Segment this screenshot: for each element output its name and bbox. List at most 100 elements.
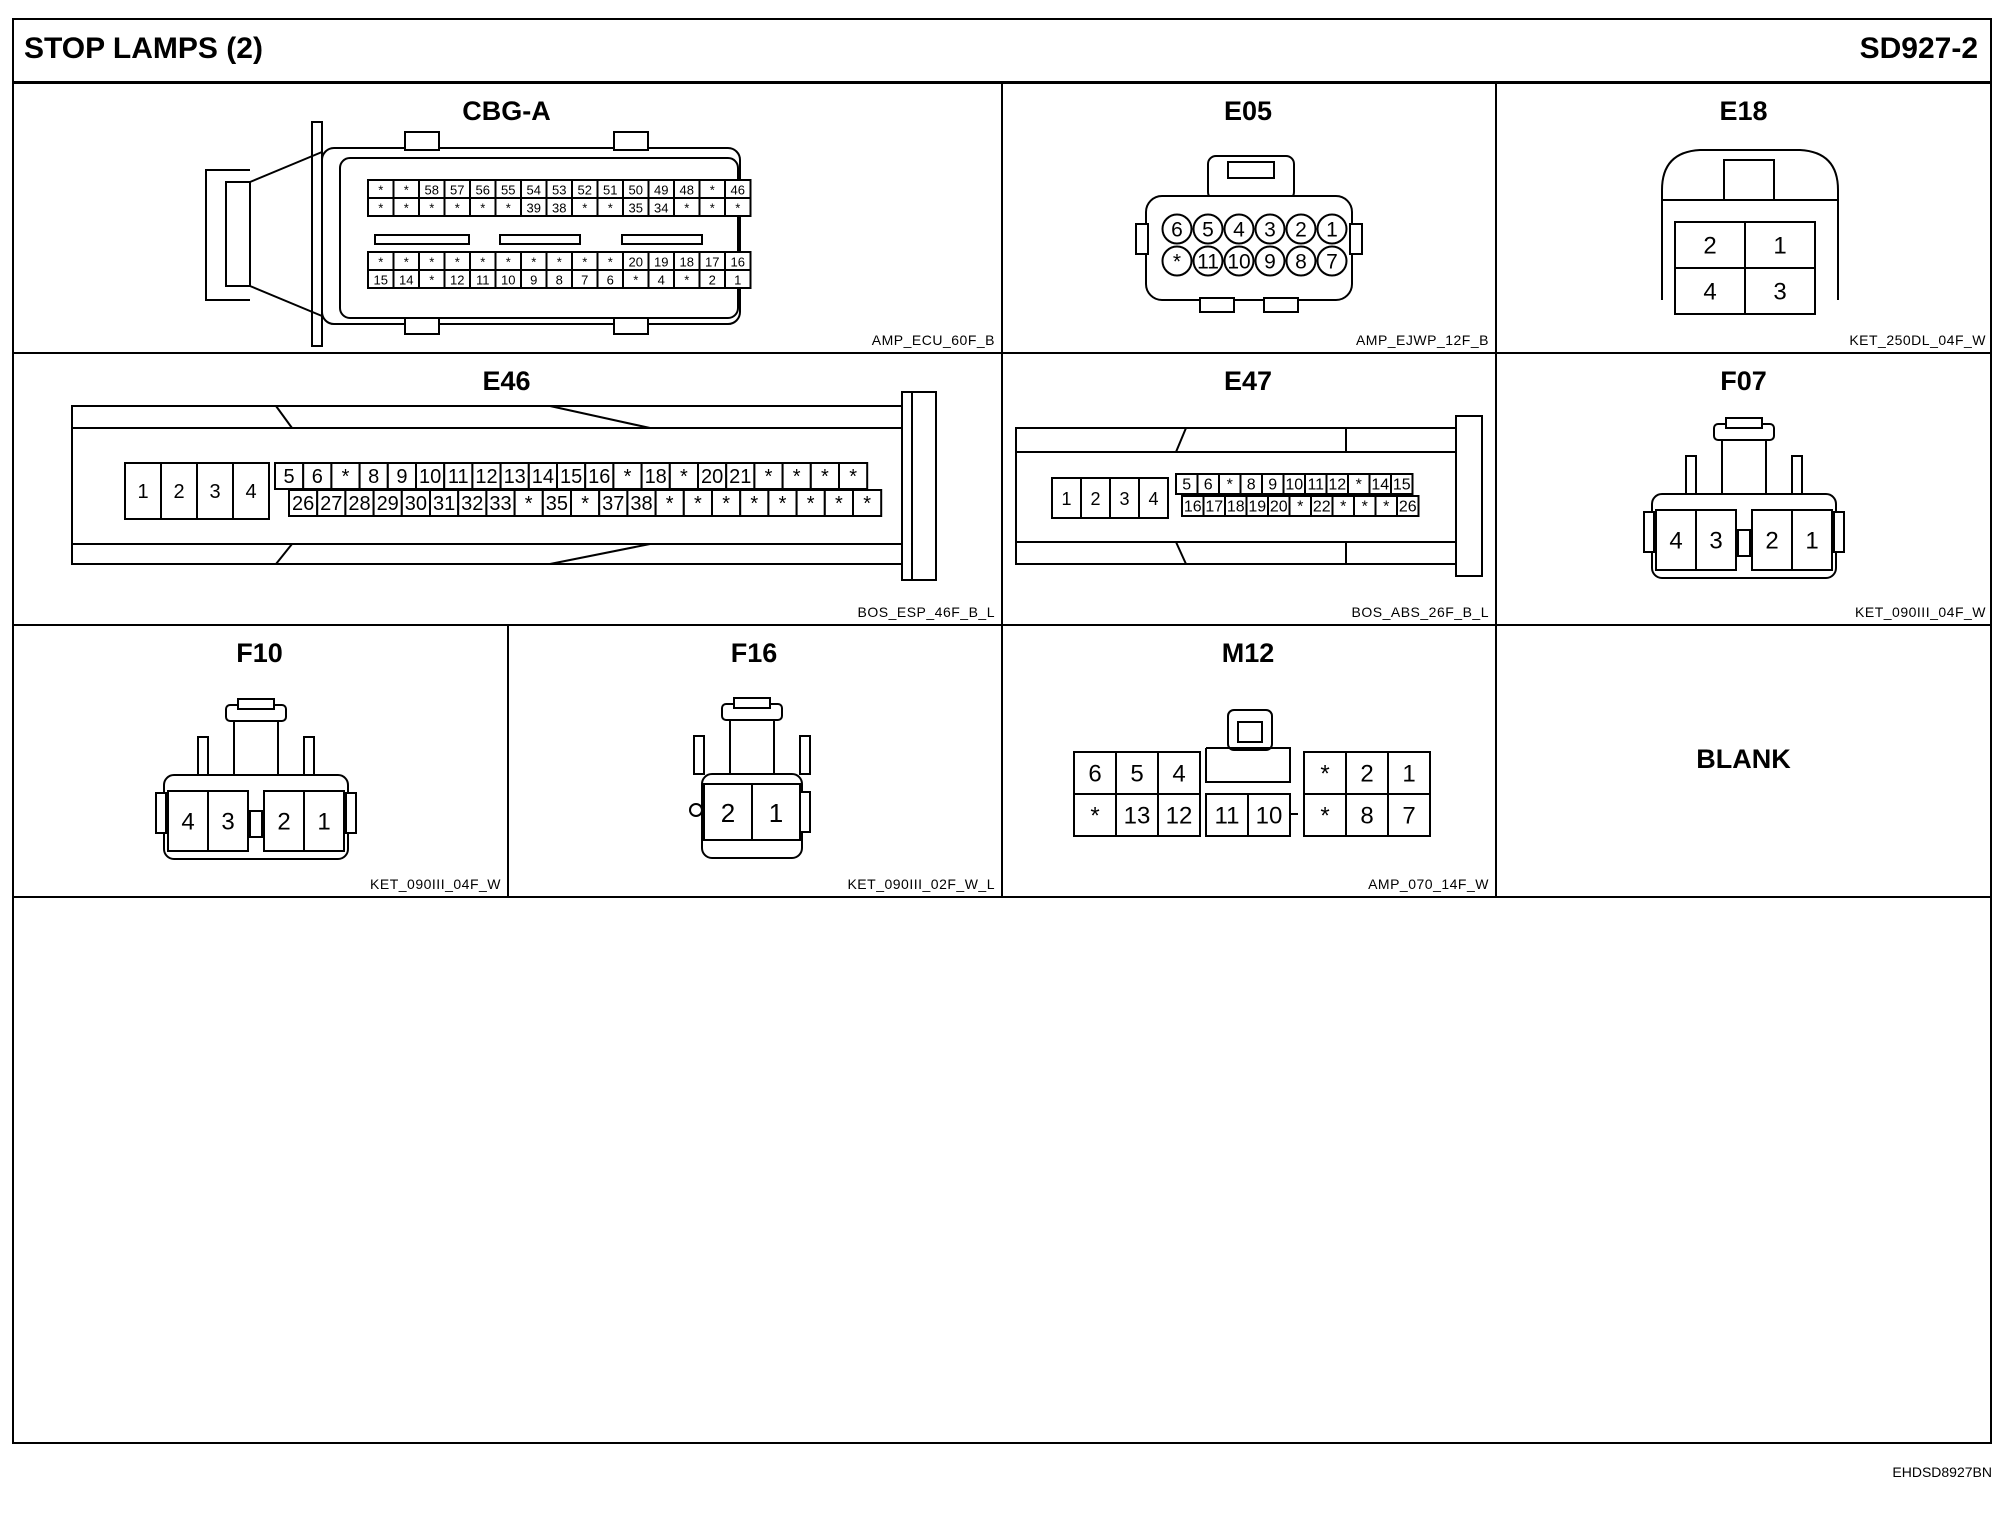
pin-cell (263, 790, 305, 852)
pin-label: 9 (396, 466, 407, 488)
pin-label: 2 (709, 273, 716, 288)
pin-cavity (1285, 245, 1317, 277)
latch-body (1721, 439, 1767, 497)
connector-title: CBG-A (462, 96, 551, 126)
pin-label: * (793, 466, 801, 488)
pin-cell (358, 462, 389, 490)
pin-label: 1 (1061, 489, 1071, 509)
pin-cell (232, 462, 270, 520)
pin-label: 17 (1205, 499, 1223, 516)
pin-label: * (779, 493, 787, 515)
pin-label: 3 (221, 809, 234, 836)
pin-cell (1695, 509, 1737, 571)
pin-label: * (633, 273, 638, 288)
pin-label: 2 (1295, 219, 1307, 242)
pin-label: 2 (1765, 528, 1778, 555)
pin-label: * (849, 466, 857, 488)
pin-label: 4 (1233, 219, 1245, 242)
latch-arm (1791, 455, 1803, 495)
pin-label: 12 (1166, 803, 1193, 830)
pin-label: 11 (1197, 251, 1219, 274)
connector-code: BOS_ESP_46F_B_L (857, 604, 995, 620)
connector-code: AMP_ECU_60F_B (871, 332, 995, 348)
pin-label: 19 (654, 255, 668, 270)
pin-label: 27 (320, 493, 342, 515)
pin-cell (1138, 477, 1169, 519)
pin-label: 15 (374, 273, 388, 288)
pin-label: 26 (292, 493, 314, 515)
pin-cell (1157, 751, 1201, 795)
pin-label: 10 (419, 466, 441, 488)
pin-label: 8 (1360, 803, 1373, 830)
pin-cell (1744, 221, 1816, 269)
pin-label: * (455, 201, 460, 216)
bottom-key (1263, 297, 1299, 313)
pin-label: 4 (1148, 489, 1158, 509)
bottom-key (1199, 297, 1235, 313)
key-slot (621, 234, 703, 245)
pin-label: 38 (552, 201, 566, 216)
pin-label: 1 (734, 273, 741, 288)
pin-label: 18 (645, 466, 667, 488)
pin-label: 19 (1248, 499, 1266, 516)
pin-label: * (1173, 251, 1181, 274)
pin-label: 2 (277, 809, 290, 836)
side-key (1833, 511, 1845, 553)
pin-label: 53 (552, 183, 566, 198)
pin-label: * (1383, 499, 1389, 516)
pin-label: 29 (377, 493, 399, 515)
pin-cavity (1316, 213, 1348, 245)
pin-label: 31 (433, 493, 455, 515)
pin-label: 2 (721, 798, 735, 828)
connector-e47-cell: E47 BOS_ABS_26F_B_L (1001, 352, 1497, 626)
pin-label: 2 (1360, 761, 1373, 788)
pin-label: * (525, 493, 533, 515)
pin-label: 11 (476, 273, 490, 288)
pin-cell (1345, 793, 1389, 837)
latch-arm (693, 735, 705, 775)
pin-label: 56 (476, 183, 490, 198)
latch-window (1227, 161, 1275, 179)
pin-label: * (722, 493, 730, 515)
pin-label: 13 (504, 466, 526, 488)
connector-f07-cell: F07 KET_090III_04F_W (1495, 352, 1992, 626)
pin-label: 1 (1773, 233, 1786, 260)
pin-label: 6 (1171, 219, 1183, 242)
center-key (1737, 529, 1751, 557)
latch-body (233, 720, 279, 778)
latch-tab (237, 698, 275, 710)
pin-label: * (807, 493, 815, 515)
pin-cell (1387, 751, 1431, 795)
latch-tab (613, 317, 649, 335)
pin-cell (739, 489, 770, 517)
pin-cavity (1254, 245, 1286, 277)
pin-label: 26 (1399, 499, 1417, 516)
pin-label: 54 (527, 183, 541, 198)
pin-label: 35 (546, 493, 568, 515)
pin-cell (415, 462, 446, 490)
pin-label: * (1320, 803, 1329, 830)
pin-label: * (765, 466, 773, 488)
blank-label: BLANK (1696, 744, 1791, 774)
pin-label: 48 (680, 183, 694, 198)
pin-label: 12 (1328, 477, 1346, 494)
pin-label: * (404, 183, 409, 198)
latch-tab (1723, 159, 1775, 201)
pin-label: * (694, 493, 702, 515)
pin-label: * (863, 493, 871, 515)
pin-cavity (1223, 245, 1255, 277)
pin-cell (207, 790, 249, 852)
pin-label: 8 (556, 273, 563, 288)
page-id: SD927-2 (1859, 32, 1978, 65)
pin-label: 18 (680, 255, 694, 270)
pin-label: 20 (1270, 499, 1288, 516)
pin-label: * (455, 255, 460, 270)
pin-label: * (342, 466, 350, 488)
connector-body (1661, 149, 1839, 300)
pin-label: * (429, 273, 434, 288)
pin-label: 4 (1669, 528, 1682, 555)
pin-cell (703, 783, 753, 841)
pin-cell (1247, 793, 1291, 837)
pin-cell (344, 489, 375, 517)
pin-label: * (821, 466, 829, 488)
